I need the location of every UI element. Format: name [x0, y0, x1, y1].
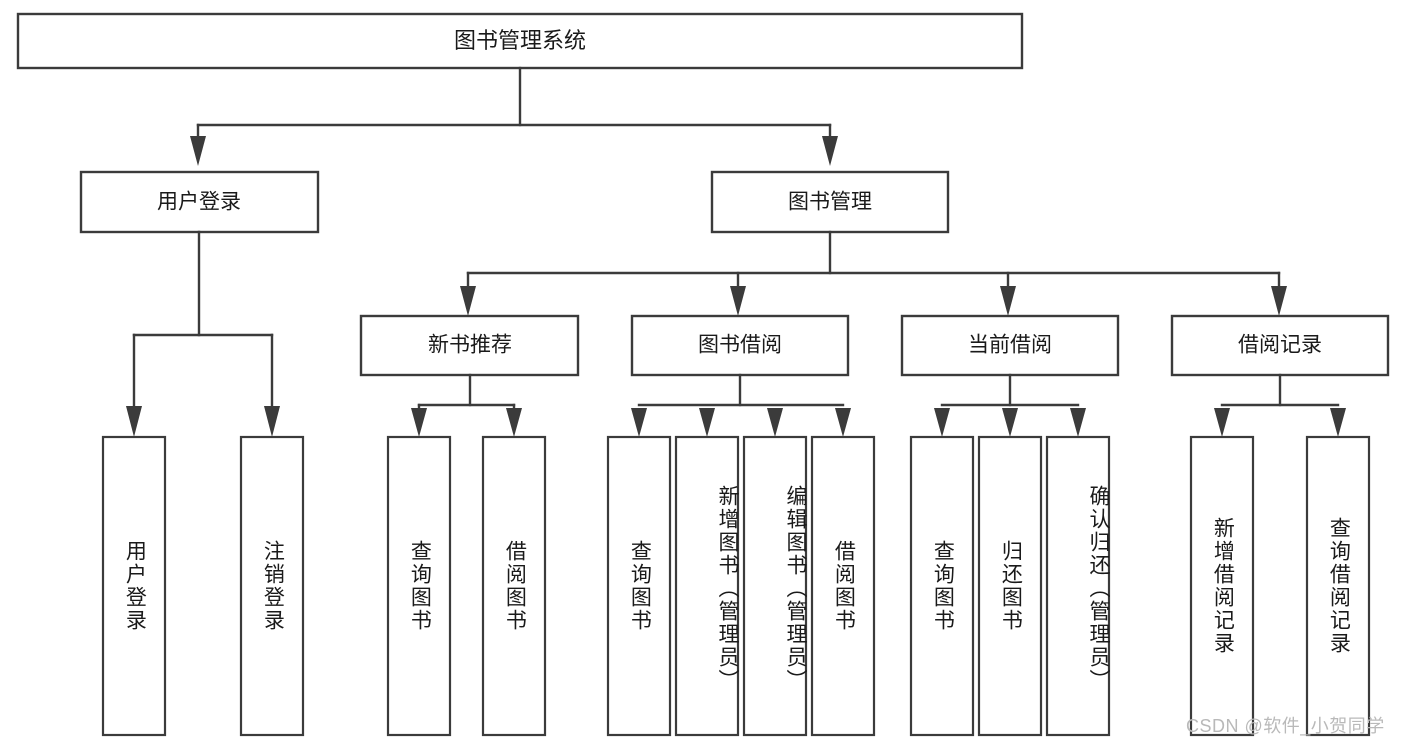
- node-book-management-label: 图书管理: [788, 191, 872, 214]
- arrowhead-userlogin-1: [126, 406, 142, 437]
- arrowhead-recommend-1: [411, 408, 427, 437]
- leaf-box-borrow-book-1[interactable]: [481, 435, 547, 737]
- arrowhead-borrow-1: [631, 408, 647, 437]
- leaf-box-query-record[interactable]: [1305, 435, 1371, 737]
- leaf-box-query-book-2[interactable]: [606, 435, 672, 737]
- arrowhead-level3-2: [730, 286, 746, 316]
- arrowhead-level3-4: [1271, 286, 1287, 316]
- arrowhead-level2-1: [190, 136, 206, 166]
- node-book-management[interactable]: 图书管理: [710, 170, 950, 234]
- arrowhead-userlogin-2: [264, 406, 280, 437]
- leaf-box-add-record[interactable]: [1189, 435, 1255, 737]
- leaf-box-query-book-3[interactable]: [909, 435, 975, 737]
- node-borrow-records-label: 借阅记录: [1238, 334, 1322, 357]
- node-root[interactable]: 图书管理系统: [16, 12, 1024, 70]
- node-book-borrow-label: 图书借阅: [698, 334, 782, 357]
- arrowhead-level3-1: [460, 286, 476, 316]
- node-user-login[interactable]: 用户登录: [79, 170, 320, 234]
- node-current-borrow[interactable]: 当前借阅: [900, 314, 1120, 377]
- node-new-book-recommend-box[interactable]: [359, 314, 580, 377]
- node-book-management-box[interactable]: [710, 170, 950, 234]
- node-book-borrow[interactable]: 图书借阅: [630, 314, 850, 377]
- leaf-box-logout[interactable]: [239, 435, 305, 737]
- leaf-box-user-login[interactable]: [101, 435, 167, 737]
- node-new-book-recommend-label: 新书推荐: [428, 334, 512, 357]
- node-root-box[interactable]: [16, 12, 1024, 70]
- arrowhead-borrow-3: [767, 408, 783, 437]
- arrowhead-records-2: [1330, 408, 1346, 437]
- arrowhead-level2-2: [822, 136, 838, 166]
- arrowhead-recommend-2: [506, 408, 522, 437]
- leaf-box-edit-book[interactable]: [742, 435, 808, 737]
- arrowhead-current-1: [934, 408, 950, 437]
- arrowhead-borrow-2: [699, 408, 715, 437]
- leaf-box-confirm-return[interactable]: [1045, 435, 1111, 737]
- node-new-book-recommend[interactable]: 新书推荐: [359, 314, 580, 377]
- arrowhead-level3-3: [1000, 286, 1016, 316]
- node-borrow-records[interactable]: 借阅记录: [1170, 314, 1390, 377]
- node-current-borrow-label: 当前借阅: [968, 334, 1052, 357]
- leaf-box-add-book[interactable]: [674, 435, 740, 737]
- leaf-box-borrow-book-2[interactable]: [810, 435, 876, 737]
- node-user-login-label: 用户登录: [157, 191, 241, 214]
- node-book-borrow-box[interactable]: [630, 314, 850, 377]
- node-borrow-records-box[interactable]: [1170, 314, 1390, 377]
- watermark-text: CSDN @软件_小贺同学: [1186, 716, 1385, 736]
- arrowhead-current-3: [1070, 408, 1086, 437]
- leaf-box-query-book-1[interactable]: [386, 435, 452, 737]
- arrowhead-borrow-4: [835, 408, 851, 437]
- leaf-box-return-book[interactable]: [977, 435, 1043, 737]
- arrowhead-current-2: [1002, 408, 1018, 437]
- arrowhead-records-1: [1214, 408, 1230, 437]
- node-root-label: 图书管理系统: [454, 28, 586, 53]
- node-current-borrow-box[interactable]: [900, 314, 1120, 377]
